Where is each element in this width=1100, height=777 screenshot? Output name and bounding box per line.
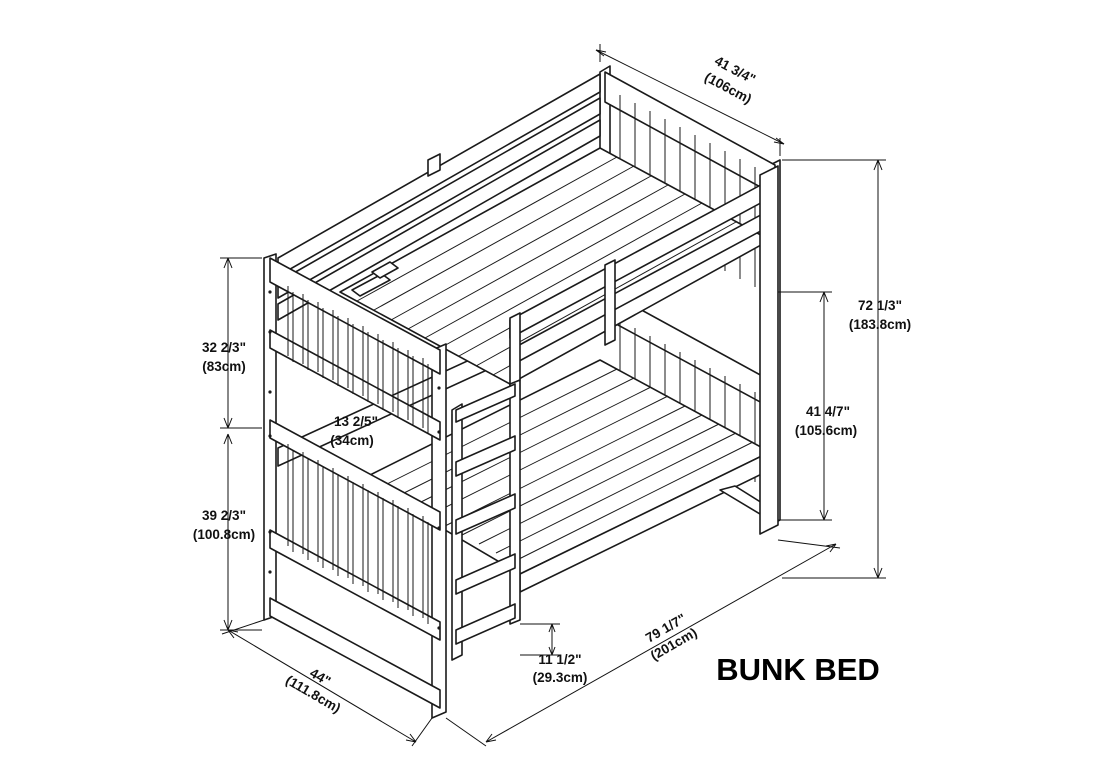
front-footboard [263, 253, 447, 719]
upper-end-height-metric: (83cm) [202, 359, 246, 374]
front-long-rails [509, 165, 779, 535]
ladder-width-label: 13 2/5" [334, 414, 378, 429]
upper-end-height-label: 32 2/3" [202, 340, 246, 355]
top-bunk-height-metric: (105.6cm) [795, 423, 857, 438]
ladder [451, 379, 521, 661]
diagram-title: BUNK BED [716, 652, 880, 687]
total-height-label: 72 1/3" [858, 298, 902, 313]
clearance-metric: (29.3cm) [533, 670, 588, 685]
top-bunk-height-label: 41 4/7" [806, 404, 850, 419]
ladder-width-metric: (34cm) [330, 433, 374, 448]
clearance-label: 11 1/2" [538, 652, 581, 667]
dimension-lines [220, 44, 886, 747]
total-height-metric: (183.8cm) [849, 317, 911, 332]
lower-end-height-label: 39 2/3" [202, 508, 246, 523]
lower-end-height-metric: (100.8cm) [193, 527, 255, 542]
